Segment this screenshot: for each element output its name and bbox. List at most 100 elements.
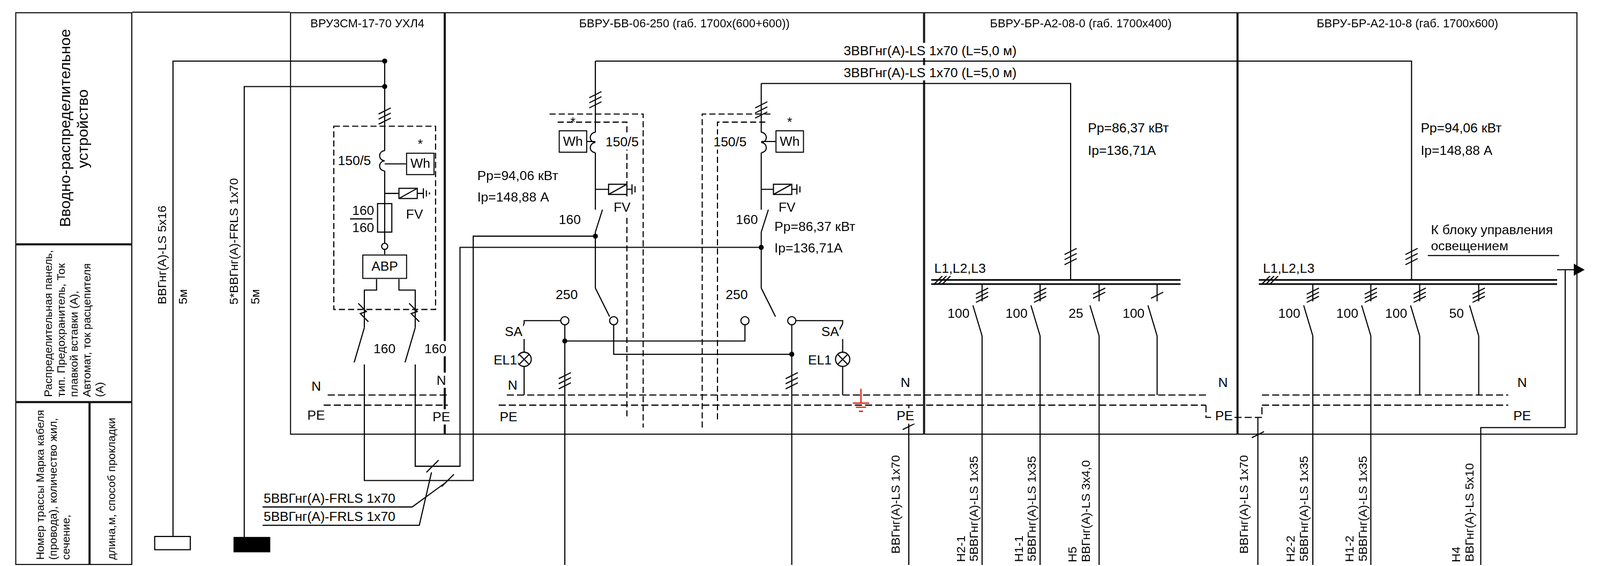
- surge-arrester: [384, 188, 430, 199]
- breaker-rating: 50: [1448, 305, 1465, 321]
- meter-mark: *: [559, 114, 587, 130]
- breaker-trip: [358, 303, 420, 322]
- meter-label: Wh: [779, 134, 800, 149]
- load-value: Iр=148,88 А: [1419, 142, 1494, 158]
- load-value: Рр=94,06 кВт: [1419, 120, 1503, 136]
- cable-mark: 5ВВГнг(А)-LS 1х35: [1025, 455, 1039, 563]
- conductor-name: PE: [1214, 408, 1235, 424]
- ct-ratio: 150/5: [337, 152, 373, 168]
- dashed-enclosure: [549, 114, 774, 428]
- table-heading: Номер трассы Марка кабеля (провода), кол…: [15, 401, 90, 565]
- device-code: EL1: [806, 352, 833, 368]
- table-heading: Распределительная панель, тип. Предохран…: [15, 244, 132, 402]
- load-value: Iр=136,71А: [773, 240, 844, 256]
- frame-line: [132, 11, 290, 13]
- breaker-rating: 100: [1121, 305, 1146, 321]
- breaker-rating: 100: [1335, 305, 1360, 321]
- breaker-rating: 100: [946, 305, 971, 321]
- switch-rating: 250: [724, 287, 749, 303]
- busbar: [931, 279, 1558, 284]
- busbar-phases: L1,L2,L3: [1261, 260, 1316, 276]
- cable-mark: ВВГнг(А)-LS 1х70: [1237, 453, 1252, 555]
- outgoing-breakers: [1303, 283, 1479, 565]
- conductor-name: N: [506, 377, 519, 393]
- route-number: Н2-1: [954, 534, 969, 563]
- surge-arrester-body: [773, 184, 792, 195]
- surge-arrester-body: [608, 184, 627, 195]
- panel-title: ВРУ3СМ-17-70 УХЛ4: [290, 16, 444, 32]
- conductor-name: N: [310, 378, 323, 394]
- conductor-name: PE: [498, 409, 519, 425]
- phase-ticks: [934, 248, 1418, 284]
- lamp-cross: [519, 354, 848, 365]
- lamp-circuit: [517, 320, 843, 395]
- breaker-rating: 25: [1067, 305, 1084, 321]
- cable-end-box: [234, 537, 270, 552]
- panel-title: БВРУ-БВ-06-250 (габ. 1700х(600+600)): [445, 16, 924, 32]
- neutral-bus: [498, 394, 1509, 418]
- arrow-head: [1574, 264, 1584, 275]
- route-number: Н1-2: [1343, 534, 1357, 563]
- switch-contact: [787, 316, 796, 325]
- ct-ratio: 150/5: [604, 134, 640, 150]
- device-code: FV: [612, 199, 632, 215]
- cable-mark: 3ВВГнг(А)-LS 1х70 (L=5,0 м): [842, 42, 1018, 58]
- breaker-rating: 100: [1277, 305, 1302, 321]
- junction-dot: [562, 338, 567, 344]
- phase-ticks: [558, 372, 798, 389]
- note-text: освещением: [1429, 237, 1509, 253]
- ct-ratio: 150/5: [712, 134, 748, 150]
- breaker-rating: 160: [423, 340, 448, 356]
- breaker-rating: 160: [372, 340, 397, 356]
- terminal: [381, 243, 388, 250]
- junction-dot: [382, 58, 387, 64]
- device-code: EL1: [492, 352, 519, 368]
- table-heading-text: Вводно-распределительное устройство: [56, 17, 92, 239]
- neutral-bus: [323, 394, 448, 406]
- meter-mark: *: [776, 114, 803, 130]
- device-code: SA: [820, 323, 841, 339]
- meter-box: *Wh: [406, 152, 435, 176]
- meter-box: *Wh: [775, 130, 804, 153]
- switch-rating: 250: [554, 287, 579, 303]
- meter-box: *Wh: [558, 130, 588, 153]
- switch-blade: [595, 209, 776, 317]
- outgoing-breakers: [973, 283, 1158, 565]
- bus-cable: [902, 405, 1265, 565]
- conductor-name: N: [1217, 374, 1230, 390]
- dashed-enclosure: [333, 126, 436, 310]
- busbar-phases: L1,L2,L3: [933, 260, 988, 276]
- load-value: Рр=86,37 кВт: [1086, 120, 1170, 136]
- surge-arrester: [595, 184, 800, 195]
- breaker-rating: 100: [1004, 305, 1029, 321]
- load-value: Iр=136,71А: [1086, 142, 1157, 158]
- cable-mark: 5*ВВГнг(А)-FRLS 1х70: [227, 176, 242, 306]
- table-heading-text: Распределительная панель, тип. Предохран…: [41, 249, 107, 397]
- junction-dot: [789, 351, 795, 357]
- load-value: Рр=94,06 кВт: [476, 167, 560, 183]
- fuse-rating: 160: [350, 202, 376, 218]
- conductor-name: N: [1516, 374, 1529, 390]
- route-number: Н1-1: [1012, 534, 1027, 563]
- lighting-feed: [1427, 255, 1577, 565]
- cable-mark: ВВГнг(А)-LS 5х16: [155, 204, 170, 306]
- junction-dot: [382, 84, 387, 89]
- cable-mark: 5ВВГнг(А)-LS 1х35: [967, 455, 982, 563]
- cable-mark: 5ВВГнг(А)-FRLS 1х70: [262, 490, 397, 506]
- switch-contact: [609, 316, 618, 325]
- feeder-wire: [582, 61, 776, 210]
- phase-ticks: [378, 107, 392, 124]
- device-code: FV: [777, 199, 797, 215]
- cable-mark: 5ВВГнг(А)-LS 1х35: [1297, 455, 1312, 563]
- phase-ticks: [975, 287, 1485, 303]
- conductor-name: N: [435, 372, 448, 388]
- note-text: К блоку управления: [1429, 221, 1554, 237]
- cable-length: 5м: [176, 288, 191, 306]
- table-heading-text: Номер трассы Марка кабеля (провода), кол…: [33, 407, 72, 560]
- junction-dot: [592, 233, 598, 239]
- cable-end-box: [154, 536, 191, 550]
- input-cable: [173, 61, 385, 538]
- conductor-name: PE: [895, 408, 916, 424]
- cable-mark: 3ВВГнг(А)-LS 1х70 (L=5,0 м): [842, 65, 1018, 81]
